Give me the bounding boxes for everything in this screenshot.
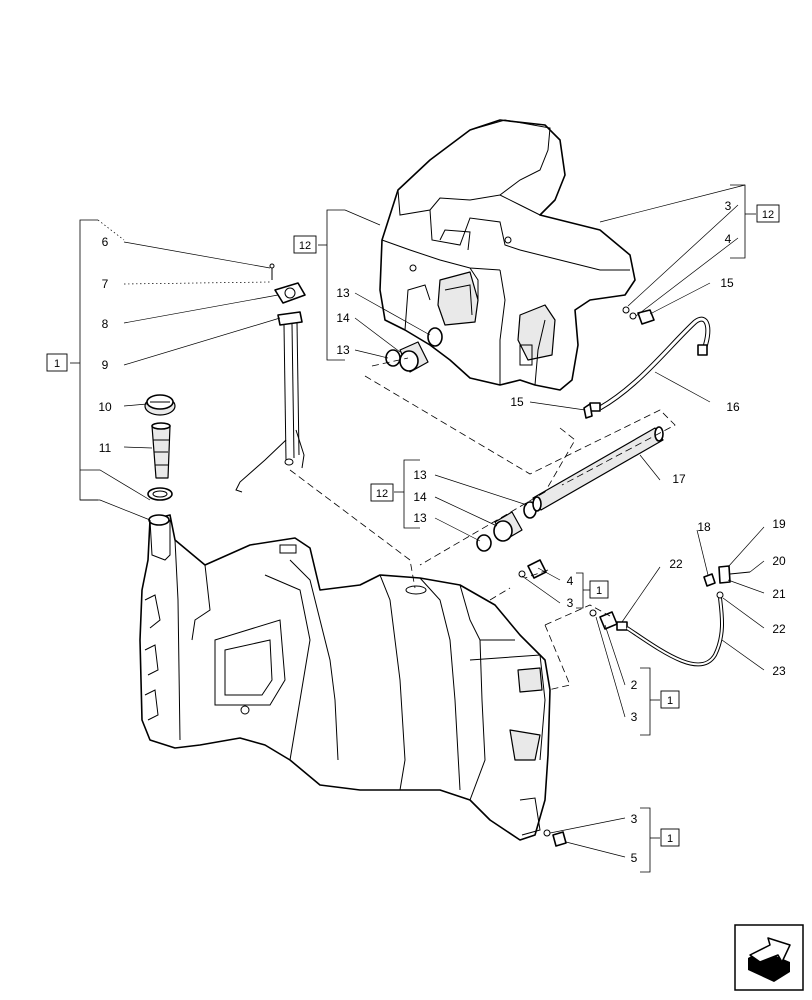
cross-pipe [532, 426, 664, 512]
callout-22-left: 22 [669, 557, 683, 571]
main-tank [139, 514, 551, 841]
callout-21: 21 [772, 587, 786, 601]
ref-box-1-drain-fitting[interactable]: 1 [660, 690, 680, 709]
svg-text:1: 1 [667, 833, 673, 845]
callout-labels: 6 7 8 9 10 11 13 14 13 3 4 15 16 15 17 1… [98, 199, 786, 865]
ref-box-12-lower[interactable]: 12 [370, 483, 394, 502]
callout-6: 6 [102, 235, 109, 249]
callout-7: 7 [102, 277, 109, 291]
filler-cap [144, 394, 176, 416]
return-hose [583, 306, 711, 419]
svg-text:12: 12 [376, 488, 388, 500]
callout-13-lower-a: 13 [413, 468, 427, 482]
callout-4-lower: 4 [567, 574, 574, 588]
drain-hose [589, 597, 724, 667]
callout-13-lower-b: 13 [413, 511, 427, 525]
leader-lines [123, 204, 765, 858]
callout-3-drain-fitting: 3 [631, 710, 638, 724]
callout-9: 9 [102, 358, 109, 372]
ref-box-1-drain-plug[interactable]: 1 [660, 828, 680, 847]
svg-text:1: 1 [596, 585, 602, 597]
callout-17: 17 [672, 472, 686, 486]
callout-2: 2 [631, 678, 638, 692]
callout-3-upper: 3 [725, 199, 732, 213]
callout-16: 16 [726, 400, 740, 414]
callout-13-upper-b: 13 [336, 343, 350, 357]
callout-5: 5 [631, 851, 638, 865]
callout-23: 23 [772, 664, 786, 678]
callout-14-upper: 14 [336, 311, 350, 325]
lower-hose-set [476, 501, 537, 552]
ref-box-12-upper-left[interactable]: 12 [293, 235, 317, 254]
svg-text:12: 12 [299, 240, 311, 252]
callout-10: 10 [98, 400, 112, 414]
callout-8: 8 [102, 317, 109, 331]
callout-4-upper: 4 [725, 232, 732, 246]
callout-19: 19 [772, 517, 786, 531]
callout-22-right: 22 [772, 622, 786, 636]
filler-seal [147, 487, 173, 501]
svg-text:1: 1 [667, 695, 673, 707]
filler-strainer [151, 422, 171, 479]
callout-3-lower: 3 [567, 596, 574, 610]
fuel-gauge-sender [235, 263, 306, 493]
svg-text:12: 12 [762, 209, 774, 221]
callout-13-upper-a: 13 [336, 286, 350, 300]
upper-tank [379, 119, 636, 391]
ref-box-1-left[interactable]: 1 [46, 353, 68, 372]
ref-box-12-upper-right[interactable]: 12 [756, 204, 780, 223]
svg-text:1: 1 [54, 358, 60, 370]
forward-arrow-icon[interactable] [734, 924, 804, 991]
callout-14-lower: 14 [413, 490, 427, 504]
test-fitting-assembly [703, 565, 751, 599]
callout-18: 18 [697, 520, 711, 534]
callout-11: 11 [99, 441, 112, 455]
callout-20: 20 [772, 554, 786, 568]
drain-plug [543, 829, 567, 847]
callout-3-drain-plug: 3 [631, 812, 638, 826]
callout-15-upper: 15 [720, 276, 734, 290]
grouping-brackets [70, 184, 756, 873]
callout-15-lower: 15 [510, 395, 524, 409]
ref-box-1-fitting[interactable]: 1 [589, 580, 609, 599]
